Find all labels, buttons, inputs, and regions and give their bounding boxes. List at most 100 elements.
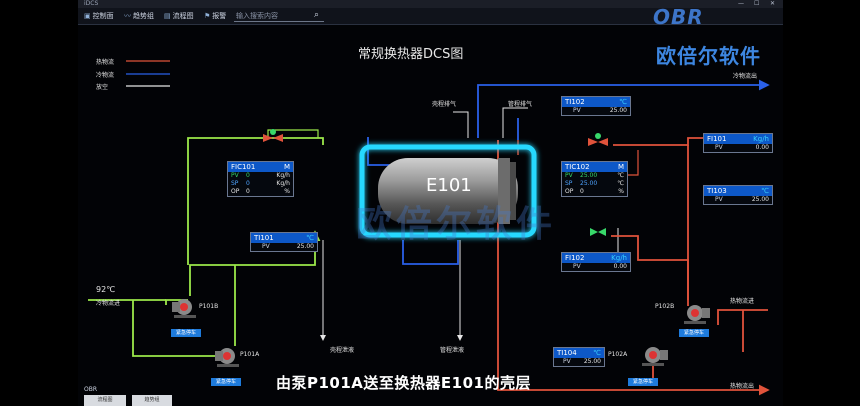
op-key: OP — [565, 188, 574, 195]
pv-key: PV — [262, 243, 270, 250]
taskbar-flow-button[interactable]: 流程图 — [84, 395, 126, 406]
valve-tic102 — [588, 133, 608, 146]
label-p101b: P101B — [199, 303, 219, 310]
tag-fic101: FIC101 — [231, 163, 256, 171]
taskbar-logo: OBR — [84, 386, 98, 393]
control-icon: ▣ — [84, 12, 91, 20]
close-button[interactable]: ✕ — [770, 0, 776, 7]
search-input[interactable] — [234, 11, 324, 22]
indicator-ti101[interactable]: TI101 ℃ PV 25.00 — [250, 232, 318, 252]
tic102-pv-unit: ℃ — [617, 172, 624, 179]
toolbar-alarm[interactable]: ⚑报警 — [204, 10, 226, 22]
fic101-pv-unit: Kg/h — [276, 172, 290, 179]
hot-out-line — [497, 140, 770, 396]
heater-label: E101 — [426, 175, 472, 196]
alarm-icon: ⚑ — [204, 12, 211, 20]
minimize-button[interactable]: — — [738, 0, 744, 7]
label-cold-in: 冷物流进 — [96, 300, 121, 307]
fic101-pv: 0 — [246, 172, 250, 179]
fic101-op-unit: % — [284, 188, 290, 195]
valve-fic101 — [263, 129, 283, 142]
indicator-fi102[interactable]: FI102 Kg/h PV 0.00 — [561, 252, 631, 272]
pv-key: PV — [573, 263, 581, 270]
trend-icon: 〰 — [124, 12, 131, 20]
tag-fi101: FI101 — [707, 135, 727, 143]
process-diagram — [88, 60, 770, 396]
indicator-fi101[interactable]: FI101 Kg/h PV 0.00 — [703, 133, 773, 153]
dcs-screen: iDCS — ☐ ✕ ▣控制面 〰趋势组 ▤流程图 ⚑报警 ⌕ OBR 欧倍尔软… — [78, 0, 783, 406]
taskbar-trend-button[interactable]: 趋势组 — [132, 395, 172, 406]
label-hot-in: 热物流进 — [730, 298, 755, 305]
shell-vent-line — [453, 111, 469, 138]
label-tube-drain: 管程泄液 — [440, 347, 465, 354]
fic101-op: 0 — [246, 188, 250, 195]
unit-fi102: Kg/h — [611, 254, 627, 262]
toolbar-flow-chart[interactable]: ▤流程图 — [164, 10, 194, 22]
pump-p101a — [215, 348, 239, 367]
unit-ti103: ℃ — [761, 187, 769, 195]
toolbar-label: 趋势组 — [133, 12, 154, 20]
mode-fic101: M — [283, 163, 290, 171]
estop-p101b-button[interactable]: 紧急停车 — [171, 329, 201, 337]
tic102-sp: 25.00 — [580, 180, 598, 187]
ti104-pv: 25.00 — [583, 358, 601, 365]
estop-p101a-button[interactable]: 紧急停车 — [211, 378, 241, 386]
fi102-pv: 0.00 — [613, 263, 627, 270]
pump-p102b — [684, 305, 710, 324]
fic101-sp-unit: Kg/h — [276, 180, 290, 187]
label-p101a: P101A — [240, 351, 260, 358]
tag-ti101: TI101 — [254, 234, 274, 242]
legend-hot: 热物流 — [96, 59, 115, 66]
tag-tic102: TIC102 — [565, 163, 590, 171]
video-subtitle: 由泵P101A送至换热器E101的壳层 — [276, 374, 531, 392]
tube-vent-line — [502, 107, 528, 138]
unit-ti104: ℃ — [593, 349, 601, 357]
tic102-op-unit: % — [618, 188, 624, 195]
tag-ti102: TI102 — [565, 98, 585, 106]
watermark: 欧倍尔软件 — [356, 204, 557, 245]
ti101-pv: 25.00 — [296, 243, 314, 250]
feed-branch-line — [132, 300, 218, 357]
label-shell-vent: 壳程排气 — [432, 101, 457, 108]
label-hot-out: 热物流出 — [730, 383, 755, 390]
maximize-button[interactable]: ☐ — [754, 0, 760, 7]
toolbar-control-panel[interactable]: ▣控制面 — [84, 10, 114, 22]
fi101-pv: 0.00 — [755, 144, 769, 151]
tag-ti104: TI104 — [557, 349, 577, 357]
estop-p102b-button[interactable]: 紧急停车 — [679, 329, 709, 337]
ti103-pv: 25.00 — [751, 196, 769, 203]
toolbar-trend-group[interactable]: 〰趋势组 — [124, 10, 154, 22]
toolbar-label: 流程图 — [172, 12, 194, 20]
hot-in-line — [717, 309, 768, 325]
pv-key: PV — [715, 144, 723, 151]
unit-ti101: ℃ — [306, 234, 314, 242]
estop-p102a-button[interactable]: 紧急停车 — [628, 378, 658, 386]
legend-vent: 放空 — [96, 84, 109, 91]
pv-key: PV — [565, 172, 573, 179]
diagram-title: 常规换热器DCS图 — [358, 47, 464, 62]
tic102-pv: 25.00 — [580, 172, 598, 179]
tic102-sp-unit: ℃ — [617, 180, 624, 187]
unit-ti102: ℃ — [619, 98, 627, 106]
unit-fi101: Kg/h — [753, 135, 769, 143]
window-title: iDCS — [84, 0, 99, 7]
toolbar-label: 报警 — [212, 12, 227, 20]
toolbar: ▣控制面 〰趋势组 ▤流程图 ⚑报警 ⌕ — [78, 8, 783, 25]
tag-fi102: FI102 — [565, 254, 585, 262]
label-p102b: P102B — [655, 303, 675, 310]
label-p102a: P102A — [608, 351, 628, 358]
sp-key: SP — [231, 180, 239, 187]
mode-tic102: M — [617, 163, 624, 171]
search-icon[interactable]: ⌕ — [314, 10, 320, 20]
pv-key: PV — [573, 107, 581, 114]
tag-ti103: TI103 — [707, 187, 727, 195]
fic101-sp: 0 — [246, 180, 250, 187]
pump-p102a — [642, 347, 668, 366]
label-cold-in-temp: 92℃ — [96, 285, 116, 294]
